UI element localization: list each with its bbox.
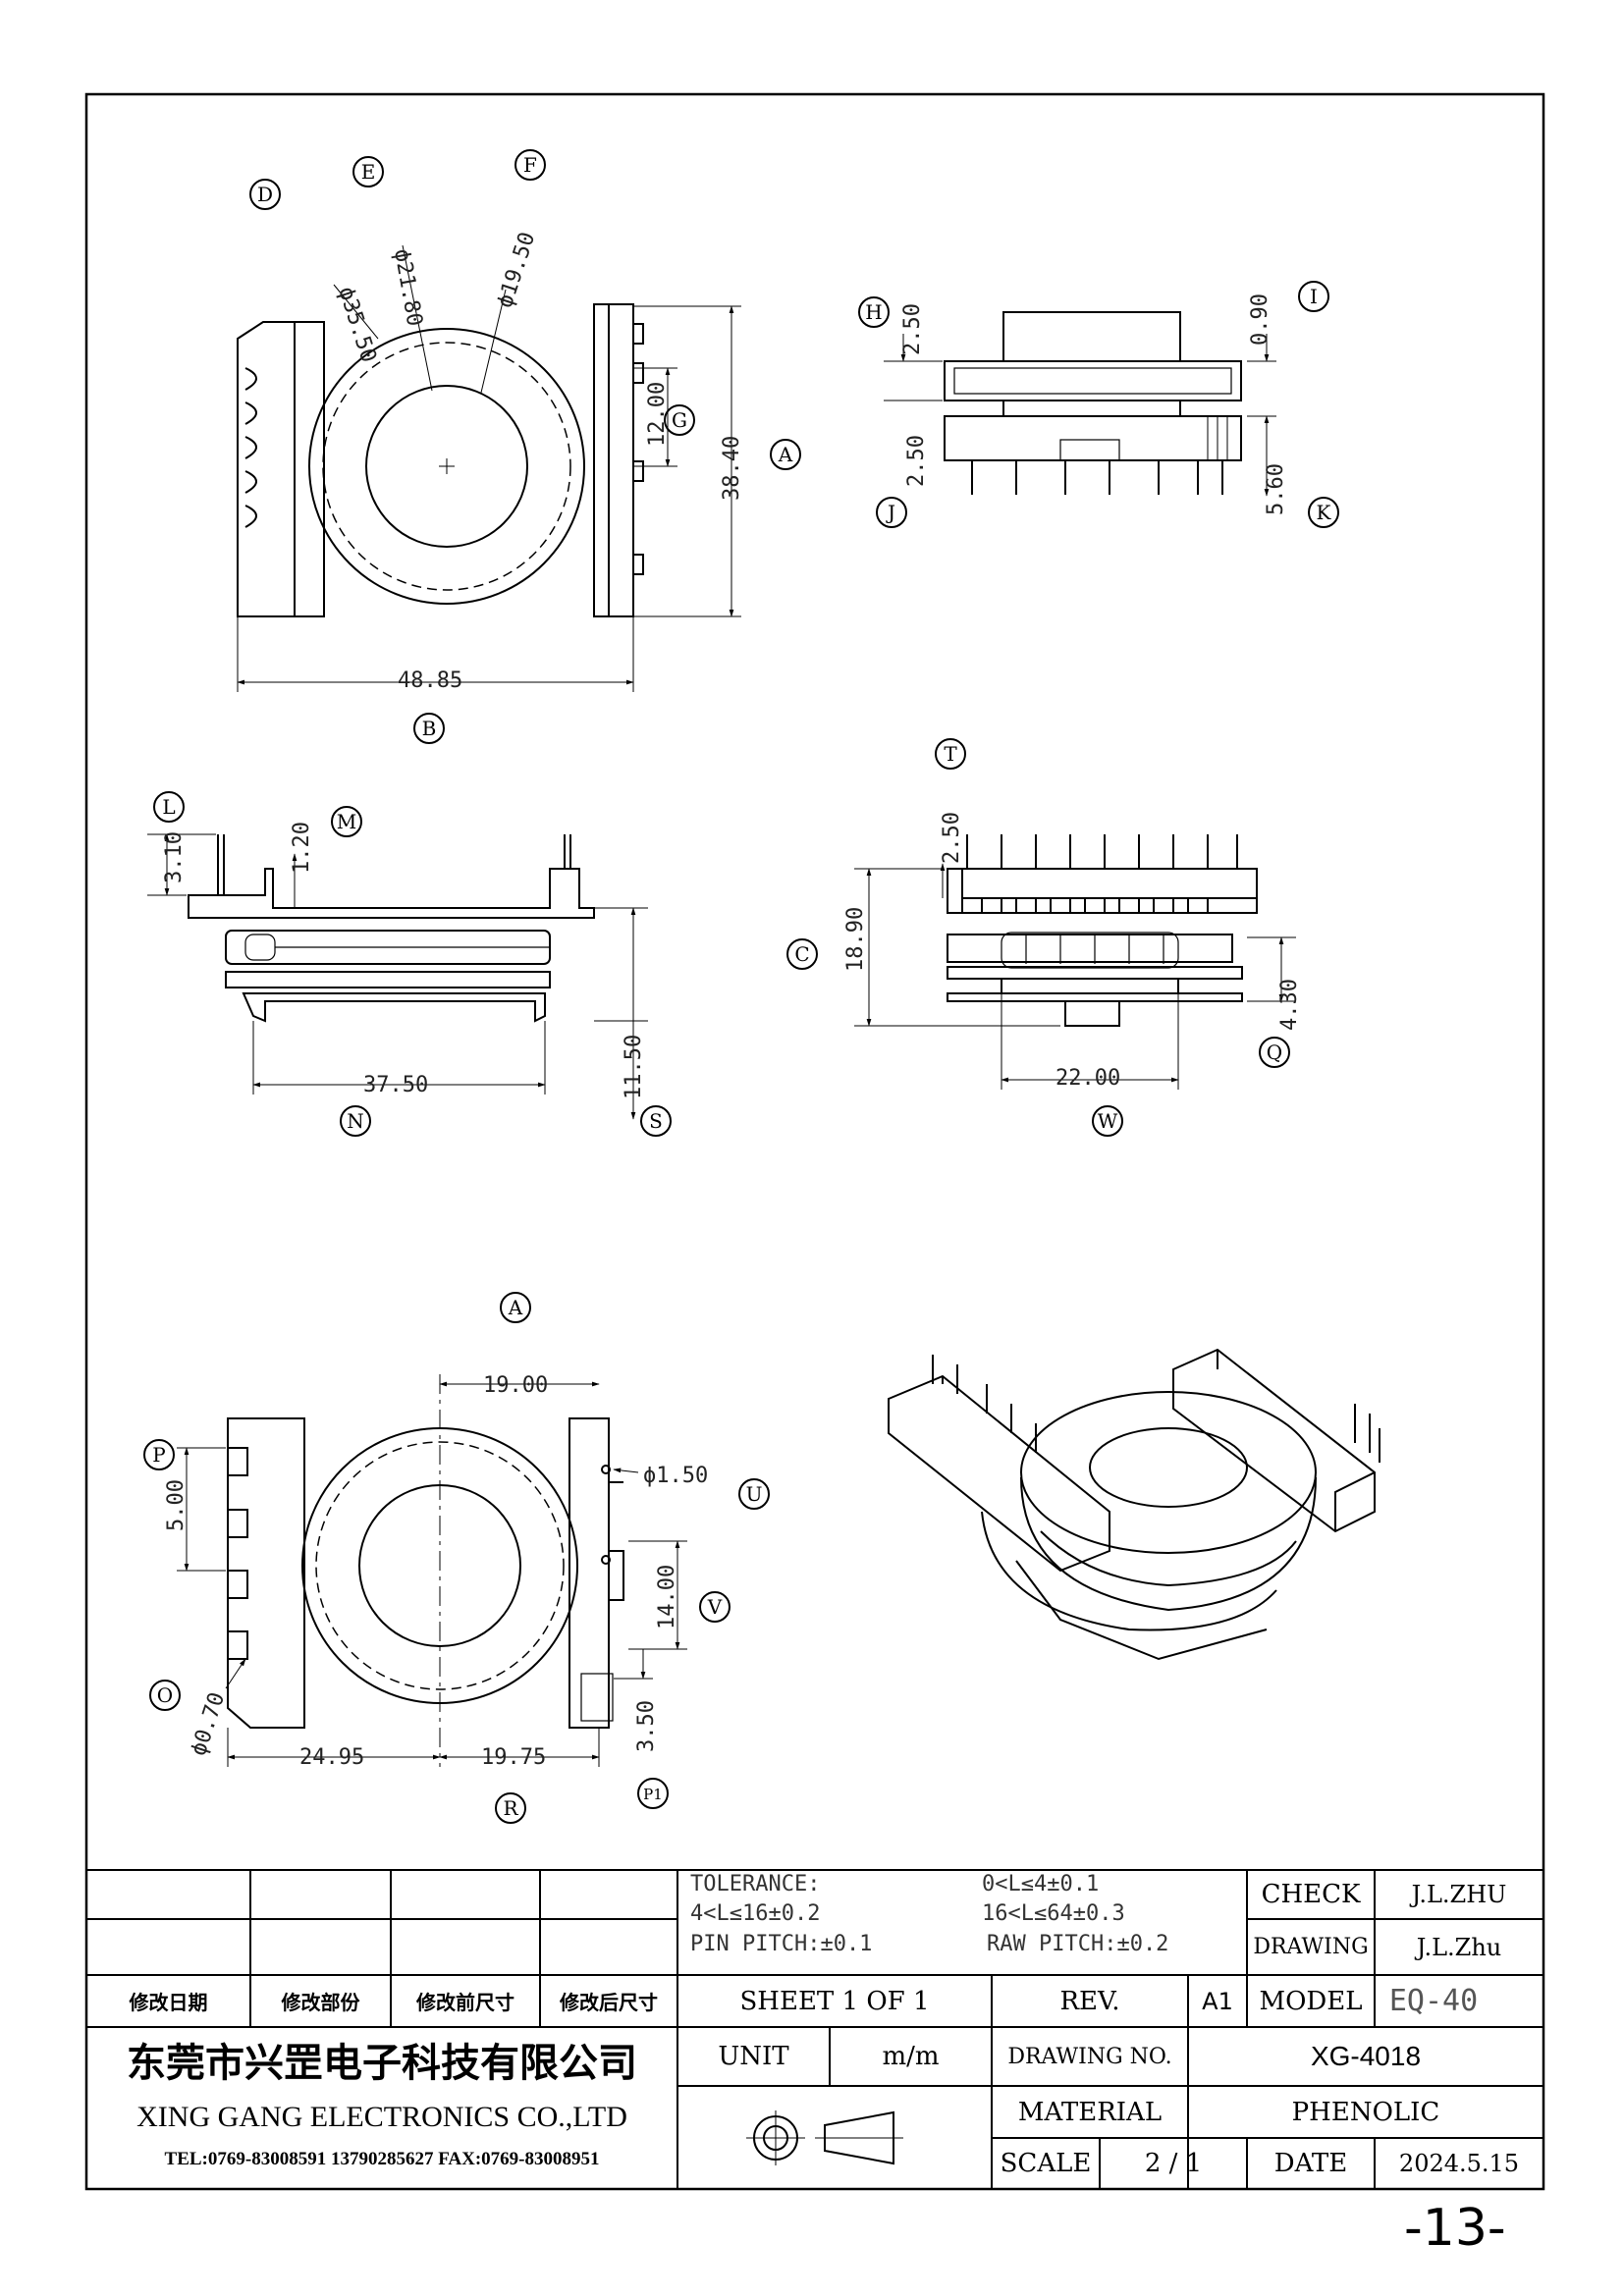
dim-12-00: 12.00	[645, 382, 670, 447]
scale-label: SCALE	[1000, 2149, 1092, 2178]
drawing-frame	[84, 92, 1545, 2191]
rev-header-date: 修改日期	[129, 1991, 208, 2014]
callout-c: C	[794, 942, 809, 966]
callout-h: H	[865, 300, 882, 324]
callout-f: F	[523, 153, 537, 177]
drawing-value: J.L.Zhu	[1416, 1933, 1502, 1961]
callout-d: D	[257, 183, 273, 206]
dim-side-2-50-bottom: 2.50	[904, 435, 929, 487]
dim-dia-19-50: ϕ19.50	[493, 230, 540, 311]
dim-bottom-dia-1-50: ϕ1.50	[643, 1464, 708, 1488]
dim-bottom-19-75: 19.75	[481, 1745, 546, 1770]
tolerance-label: TOLERANCE:	[690, 1872, 821, 1896]
callout-g: G	[672, 408, 687, 432]
callout-a-top: A	[778, 443, 793, 466]
dim-front-37-50: 37.50	[363, 1073, 428, 1097]
model-value: EQ-40	[1388, 1984, 1479, 2018]
dim-end-4-30: 4.30	[1277, 979, 1302, 1031]
callout-i: I	[1310, 285, 1318, 308]
callout-a-bottom: A	[508, 1296, 523, 1319]
drawing-no-value: XG-4018	[1310, 2041, 1422, 2071]
tolerance-range-3: 16<L≤64±0.3	[982, 1901, 1125, 1926]
unit-value: m/m	[882, 2042, 940, 2071]
callout-u: U	[746, 1482, 763, 1506]
pin-pitch-tolerance: PIN PITCH:±0.1	[690, 1932, 873, 1956]
company-name-cn: 东莞市兴罡电子科技有限公司	[127, 2041, 637, 2086]
end-view	[786, 738, 1296, 1137]
dim-38-40: 38.40	[720, 436, 744, 501]
callout-n: N	[347, 1109, 364, 1133]
side-view	[858, 281, 1339, 528]
rev-label: REV.	[1059, 1986, 1120, 2016]
dim-end-2-50: 2.50	[940, 812, 964, 864]
dim-dia-35-50: ϕ35.50	[333, 284, 380, 365]
callout-t: T	[944, 742, 957, 766]
drawing-no-label: DRAWING NO.	[1007, 2044, 1172, 2069]
dim-bottom-dia-0-70: ϕ0.70	[187, 1689, 230, 1759]
title-block	[86, 1869, 1543, 2189]
page-number: -13-	[1404, 2199, 1506, 2258]
rev-value: A1	[1202, 1987, 1233, 2015]
material-value: PHENOLIC	[1291, 2097, 1440, 2127]
dim-bottom-24-95: 24.95	[299, 1745, 364, 1770]
dim-end-22-00: 22.00	[1056, 1066, 1120, 1091]
dim-front-1-20: 1.20	[290, 822, 314, 874]
callout-w: W	[1098, 1109, 1118, 1133]
rev-header-before: 修改前尺寸	[416, 1991, 514, 2014]
front-view	[147, 791, 672, 1137]
dim-front-3-10: 3.10	[162, 831, 187, 883]
rev-header-after: 修改后尺寸	[560, 1991, 658, 2014]
scale-value: 2 / 1	[1144, 2149, 1203, 2178]
tolerance-range-1: 0<L≤4±0.1	[982, 1872, 1100, 1896]
callout-j: J	[886, 501, 895, 524]
dim-bottom-14-00: 14.00	[655, 1565, 679, 1629]
dim-front-11-50: 11.50	[622, 1035, 646, 1099]
callout-o: O	[157, 1683, 173, 1707]
check-label: CHECK	[1261, 1880, 1361, 1909]
bottom-view	[143, 1292, 770, 1824]
dim-side-0-90: 0.90	[1248, 294, 1272, 346]
company-contact: TEL:0769-83008591 13790285627 FAX:0769-8…	[164, 2149, 600, 2169]
callout-p: P	[152, 1443, 165, 1467]
dim-48-85: 48.85	[398, 668, 462, 693]
dim-side-5-60: 5.60	[1264, 463, 1288, 515]
tolerance-range-2: 4<L≤16±0.2	[690, 1901, 821, 1926]
rev-header-part: 修改部份	[281, 1991, 360, 2014]
model-label: MODEL	[1259, 1986, 1363, 2016]
callout-e: E	[361, 160, 376, 184]
callout-q: Q	[1267, 1041, 1282, 1064]
date-label: DATE	[1273, 2149, 1348, 2178]
dim-bottom-5-00: 5.00	[164, 1479, 189, 1531]
callout-p1: P1	[643, 1786, 663, 1803]
unit-label: UNIT	[718, 2042, 789, 2071]
callout-v: V	[707, 1595, 723, 1619]
callout-b: B	[422, 717, 437, 740]
dim-bottom-3-50: 3.50	[634, 1700, 659, 1752]
callout-l: L	[162, 795, 175, 819]
callout-s: S	[649, 1109, 663, 1133]
top-view	[237, 149, 801, 744]
dim-dia-21-80: ϕ21.80	[389, 247, 426, 329]
callout-k: K	[1317, 501, 1332, 524]
raw-pitch-tolerance: RAW PITCH:±0.2	[987, 1932, 1169, 1956]
date-value: 2024.5.15	[1398, 2150, 1520, 2177]
check-value: J.L.ZHU	[1411, 1881, 1507, 1908]
material-label: MATERIAL	[1017, 2097, 1163, 2127]
dim-end-18-90: 18.90	[843, 907, 868, 972]
dim-side-2-50-top: 2.50	[900, 303, 925, 355]
callout-m: M	[337, 810, 356, 833]
dim-bottom-19-00: 19.00	[483, 1373, 548, 1398]
company-name-en: XING GANG ELECTRONICS CO.,LTD	[136, 2101, 627, 2133]
sheet-info: SHEET 1 OF 1	[739, 1986, 930, 2016]
drawing-label: DRAWING	[1253, 1935, 1369, 1959]
callout-r: R	[503, 1796, 518, 1820]
isometric-view	[888, 1348, 1380, 1661]
